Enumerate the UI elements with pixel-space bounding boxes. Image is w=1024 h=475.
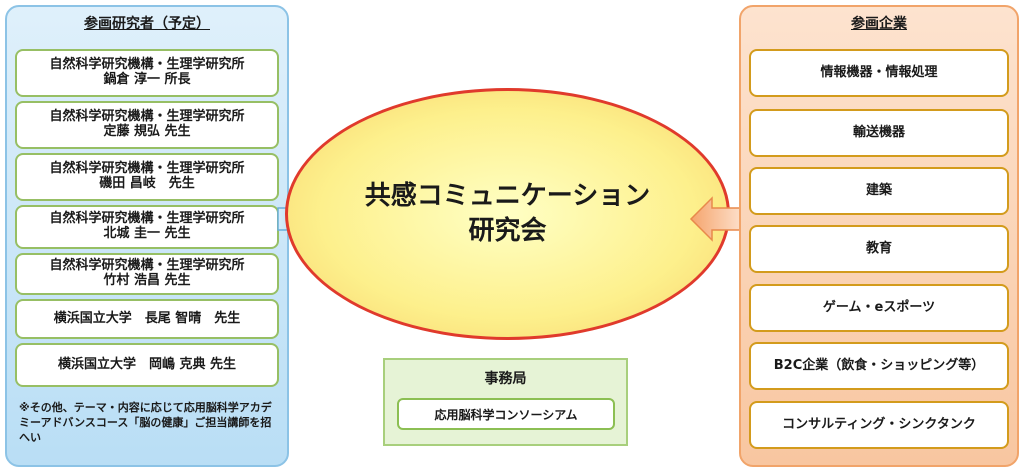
researchers-title: 参画研究者（予定） xyxy=(84,16,210,32)
researcher-affiliation: 横浜国立大学 長尾 智晴 先生 xyxy=(53,310,241,326)
researcher-affiliation: 自然科学研究機構・生理学研究所 xyxy=(49,258,245,274)
researcher-box: 横浜国立大学 岡嶋 克典 先生 xyxy=(15,343,279,387)
center-ellipse: 共感コミュニケーション 研究会 xyxy=(285,88,730,340)
researcher-name: 鍋倉 淳一 所長 xyxy=(103,72,191,87)
researcher-box: 自然科学研究機構・生理学研究所 北城 圭一 先生 xyxy=(15,205,279,249)
company-category-box: 情報機器・情報処理 xyxy=(749,49,1009,97)
company-category-box: 建築 xyxy=(749,167,1009,215)
office-title: 事務局 xyxy=(484,371,527,387)
company-category-box: 輸送機器 xyxy=(749,109,1009,157)
office-box: 事務局 応用脳科学コンソーシアム xyxy=(383,358,628,446)
company-category-box: コンサルティング・シンクタンク xyxy=(749,401,1009,449)
researcher-box: 自然科学研究機構・生理学研究所 鍋倉 淳一 所長 xyxy=(15,49,279,97)
researcher-name: 磯田 昌岐 先生 xyxy=(99,176,195,191)
center-title: 共感コミュニケーション xyxy=(364,180,651,211)
researcher-box: 自然科学研究機構・生理学研究所 定藤 規弘 先生 xyxy=(15,101,279,149)
researcher-affiliation: 自然科学研究機構・生理学研究所 xyxy=(49,161,245,177)
researcher-box: 横浜国立大学 長尾 智晴 先生 xyxy=(15,299,279,339)
left-arrow-icon xyxy=(689,196,743,242)
company-category-box: ゲーム・eスポーツ xyxy=(749,284,1009,332)
researcher-box: 自然科学研究機構・生理学研究所 磯田 昌岐 先生 xyxy=(15,153,279,201)
researcher-affiliation: 自然科学研究機構・生理学研究所 xyxy=(49,109,245,125)
company-category-box: 教育 xyxy=(749,225,1009,273)
companies-title: 参画企業 xyxy=(851,16,907,32)
center-subtitle: 研究会 xyxy=(468,216,547,246)
researcher-name: 定藤 規弘 先生 xyxy=(103,124,191,139)
researchers-note: ※その他、テーマ・内容に応じて応用脳科学アカデミーアドバンスコース「脳の健康」ご… xyxy=(19,401,272,444)
researcher-affiliation: 自然科学研究機構・生理学研究所 xyxy=(49,57,245,73)
office-name: 応用脳科学コンソーシアム xyxy=(397,398,615,430)
company-category-box: B2C企業（飲食・ショッピング等） xyxy=(749,342,1009,390)
researcher-name: 竹村 浩昌 先生 xyxy=(103,273,191,288)
companies-panel: 参画企業 情報機器・情報処理 輸送機器 建築 教育 ゲーム・eスポーツ B2C企… xyxy=(739,5,1019,467)
researcher-name: 北城 圭一 先生 xyxy=(103,226,191,241)
researchers-panel: 参画研究者（予定） 自然科学研究機構・生理学研究所 鍋倉 淳一 所長 自然科学研… xyxy=(5,5,289,467)
researcher-affiliation: 横浜国立大学 岡嶋 克典 先生 xyxy=(57,356,237,372)
researcher-affiliation: 自然科学研究機構・生理学研究所 xyxy=(49,211,245,227)
researcher-box: 自然科学研究機構・生理学研究所 竹村 浩昌 先生 xyxy=(15,253,279,295)
